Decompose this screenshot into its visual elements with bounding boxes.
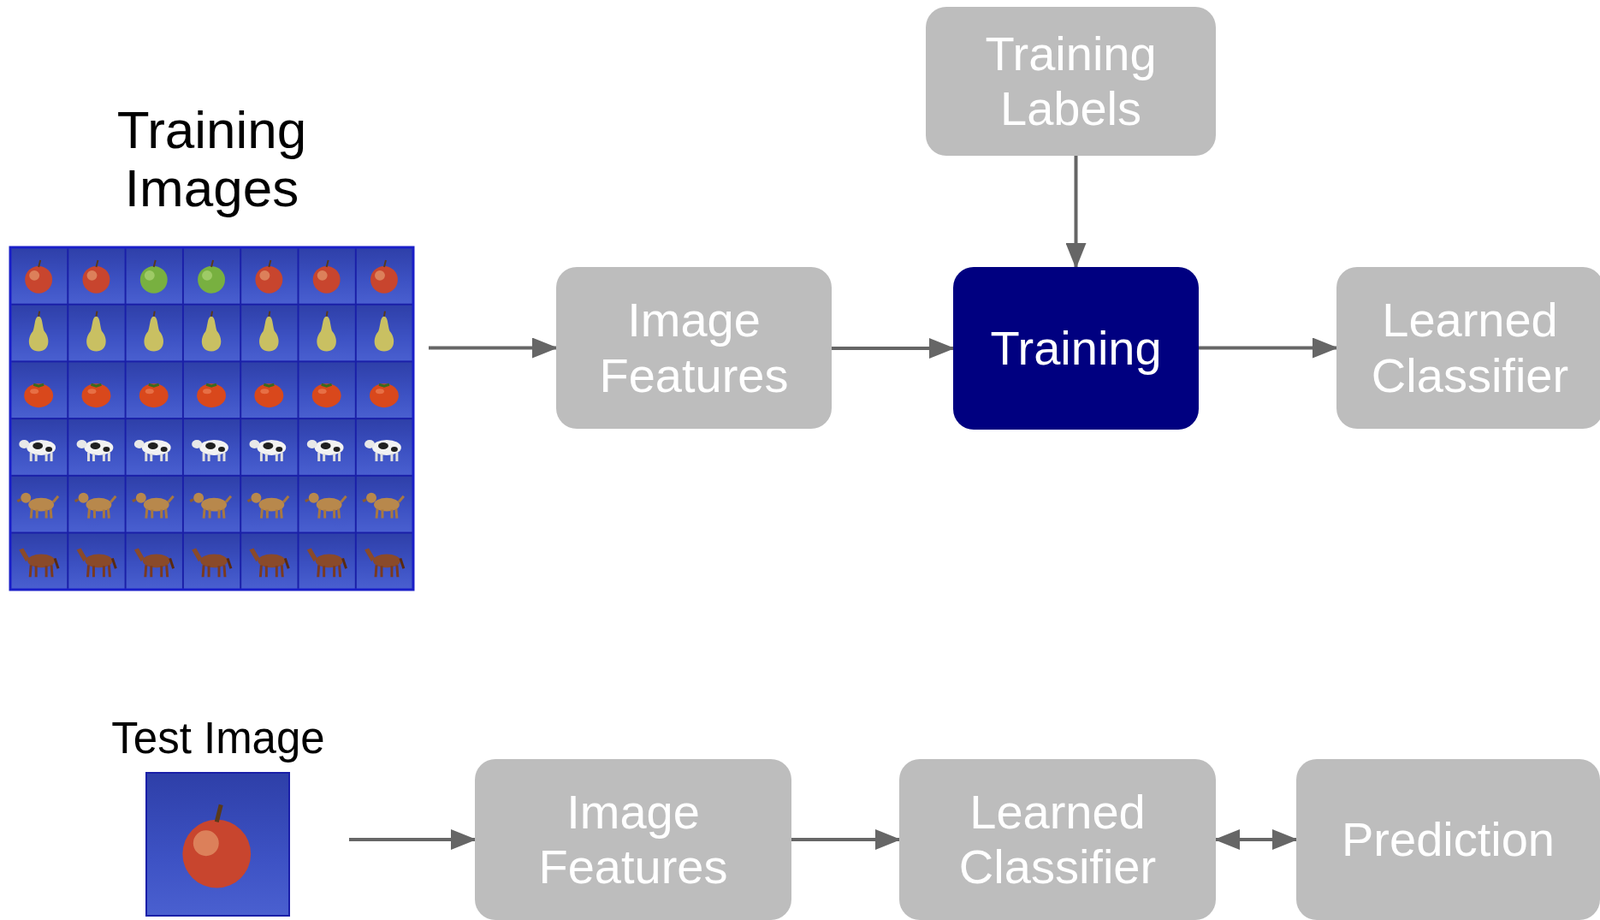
dog-photo — [132, 492, 174, 519]
box-label: Image Features — [488, 784, 778, 895]
apple-photo — [140, 260, 168, 294]
process-box: Learned Classifier — [899, 758, 1216, 920]
horse-photo — [77, 547, 117, 577]
box-label: Learned Classifier — [1350, 292, 1590, 403]
tomato-photo — [23, 383, 54, 408]
process-box: Prediction — [1296, 758, 1600, 920]
pear-photo — [316, 311, 337, 352]
image-heading: Test Image — [102, 714, 334, 763]
horse-photo — [364, 547, 404, 577]
tomato-photo — [369, 383, 399, 408]
dog-photo — [362, 492, 404, 519]
box-label: Image Features — [569, 292, 818, 403]
cow-photo — [191, 439, 229, 462]
apple-photo — [370, 260, 398, 294]
apple-photo — [254, 260, 283, 294]
cow-photo — [364, 439, 402, 462]
flow-arrow — [1215, 837, 1297, 842]
flow-arrow — [1198, 346, 1337, 350]
process-box: Training — [953, 266, 1199, 430]
cow-photo — [307, 439, 344, 462]
apple-photo — [197, 260, 226, 294]
apple-photo — [313, 260, 341, 294]
box-label: Learned Classifier — [912, 784, 1203, 895]
dog-photo — [189, 492, 232, 519]
training-image-grid — [10, 247, 414, 590]
image-heading: Training Images — [83, 100, 341, 218]
image-group: Training Images — [10, 100, 414, 590]
cow-photo — [18, 439, 56, 462]
tomato-photo — [82, 383, 112, 408]
pear-photo — [374, 311, 395, 352]
flow-arrow — [1074, 155, 1079, 267]
process-box: Image Features — [556, 266, 832, 429]
pear-photo — [143, 311, 164, 352]
pear-photo — [29, 311, 49, 352]
tomato-photo — [196, 383, 226, 408]
horse-photo — [134, 547, 174, 577]
box-label: Prediction — [1341, 811, 1555, 867]
flow-arrow — [349, 837, 475, 842]
box-label: Training Labels — [939, 26, 1203, 137]
horse-photo — [248, 547, 289, 577]
grid-background — [10, 247, 414, 590]
tomato-photo — [139, 383, 169, 408]
tomato-photo — [312, 383, 342, 408]
test-image-photo — [146, 772, 290, 916]
cow-photo — [134, 439, 172, 462]
pear-photo — [201, 311, 222, 352]
horse-photo — [18, 547, 59, 577]
apple-photo — [24, 260, 53, 294]
pear-photo — [259, 311, 279, 352]
cow-photo — [248, 439, 286, 462]
horse-photo — [307, 547, 347, 577]
flow-arrow — [791, 837, 900, 842]
image-group: Test Image — [102, 714, 334, 920]
process-box: Image Features — [474, 758, 792, 920]
test-image-background — [146, 772, 290, 916]
tomato-photo — [254, 383, 284, 408]
box-label: Training — [989, 320, 1162, 376]
pear-photo — [86, 311, 107, 352]
apple-photo — [182, 804, 251, 888]
dog-photo — [247, 492, 289, 519]
horse-photo — [191, 547, 232, 577]
dog-photo — [17, 492, 59, 519]
process-box: Training Labels — [925, 6, 1216, 156]
flow-arrow — [831, 346, 954, 350]
process-box: Learned Classifier — [1336, 266, 1600, 429]
apple-photo — [82, 260, 111, 294]
dog-photo — [75, 492, 117, 519]
cow-photo — [77, 439, 114, 462]
dog-photo — [305, 492, 347, 519]
flow-arrow — [428, 346, 557, 350]
